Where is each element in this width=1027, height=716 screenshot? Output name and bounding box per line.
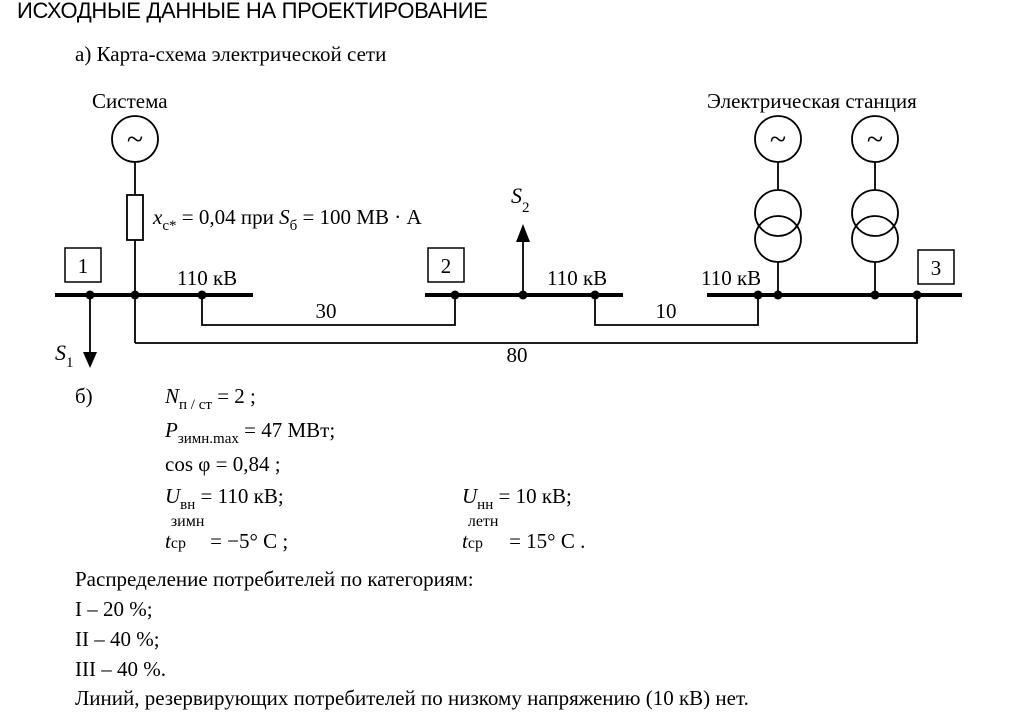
line-30 <box>201 295 456 326</box>
line-80 <box>135 295 918 344</box>
node-box-1 <box>64 247 102 283</box>
reserve-lines-note: Линий, резервирующих потребителей по низ… <box>75 686 749 710</box>
station-transformer-2-upper <box>851 189 899 237</box>
line-10 <box>594 295 759 326</box>
category-item-3: III – 40 %. <box>75 657 166 681</box>
line-length-10: 10 <box>656 299 677 323</box>
line-length-30: 30 <box>316 299 337 323</box>
station-generator-2-symbol: ~ <box>867 123 883 156</box>
load-s1-label: S1 <box>55 340 74 371</box>
u-lv-line: Uнн = 10 кВ; <box>462 484 572 513</box>
n-substations-line: Nп / ст = 2 ; <box>165 384 256 413</box>
station-transformer-2-lower <box>851 215 899 263</box>
line-length-80: 80 <box>507 343 528 367</box>
load-s1-arrow-icon <box>83 352 97 368</box>
node-box-3 <box>917 249 955 285</box>
node-label-1: 1 <box>78 254 89 278</box>
voltage-label-bus-1: 110 кВ <box>177 266 237 290</box>
station-transformer-1-lower <box>754 215 802 263</box>
junction-dots <box>85 290 922 300</box>
section-b-label: б) <box>75 384 93 408</box>
page-heading: ИСХОДНЫЕ ДАННЫЕ НА ПРОЕКТИРОВАНИЕ <box>17 0 488 23</box>
system-reactance-label: xс* = 0,04 при Sб = 100 МВ · А <box>152 205 422 234</box>
node-label-3: 3 <box>931 256 942 280</box>
cos-phi-line: cos φ = 0,84 ; <box>165 452 281 476</box>
voltage-label-bus-3: 110 кВ <box>701 266 761 290</box>
station-label: Электрическая станция <box>707 89 917 113</box>
category-item-1: I – 20 %; <box>75 597 153 621</box>
system-label: Система <box>92 89 168 113</box>
node-box-2 <box>427 247 465 283</box>
category-item-2: II – 40 %; <box>75 627 160 651</box>
voltage-label-bus-2: 110 кВ <box>547 266 607 290</box>
station-transformer-1-upper <box>754 189 802 237</box>
station-generator-1-symbol: ~ <box>770 123 786 156</box>
reactance-icon <box>126 194 144 241</box>
p-winter-max-line: Pзимн.max = 47 МВт; <box>165 418 336 447</box>
u-hv-line: Uвн = 110 кВ; <box>165 484 284 513</box>
system-generator-symbol: ~ <box>127 123 143 156</box>
section-a-label: а) Карта-схема электрической сети <box>75 42 387 66</box>
network-diagram: ~ ~ ~ Система Электрическая станция 1 2 … <box>55 89 962 371</box>
categories-title: Распределение потребителей по категориям… <box>75 567 474 591</box>
load-s2-label: S2 <box>511 183 530 216</box>
load-s2-arrow-icon <box>516 224 530 242</box>
node-label-2: 2 <box>441 254 452 278</box>
